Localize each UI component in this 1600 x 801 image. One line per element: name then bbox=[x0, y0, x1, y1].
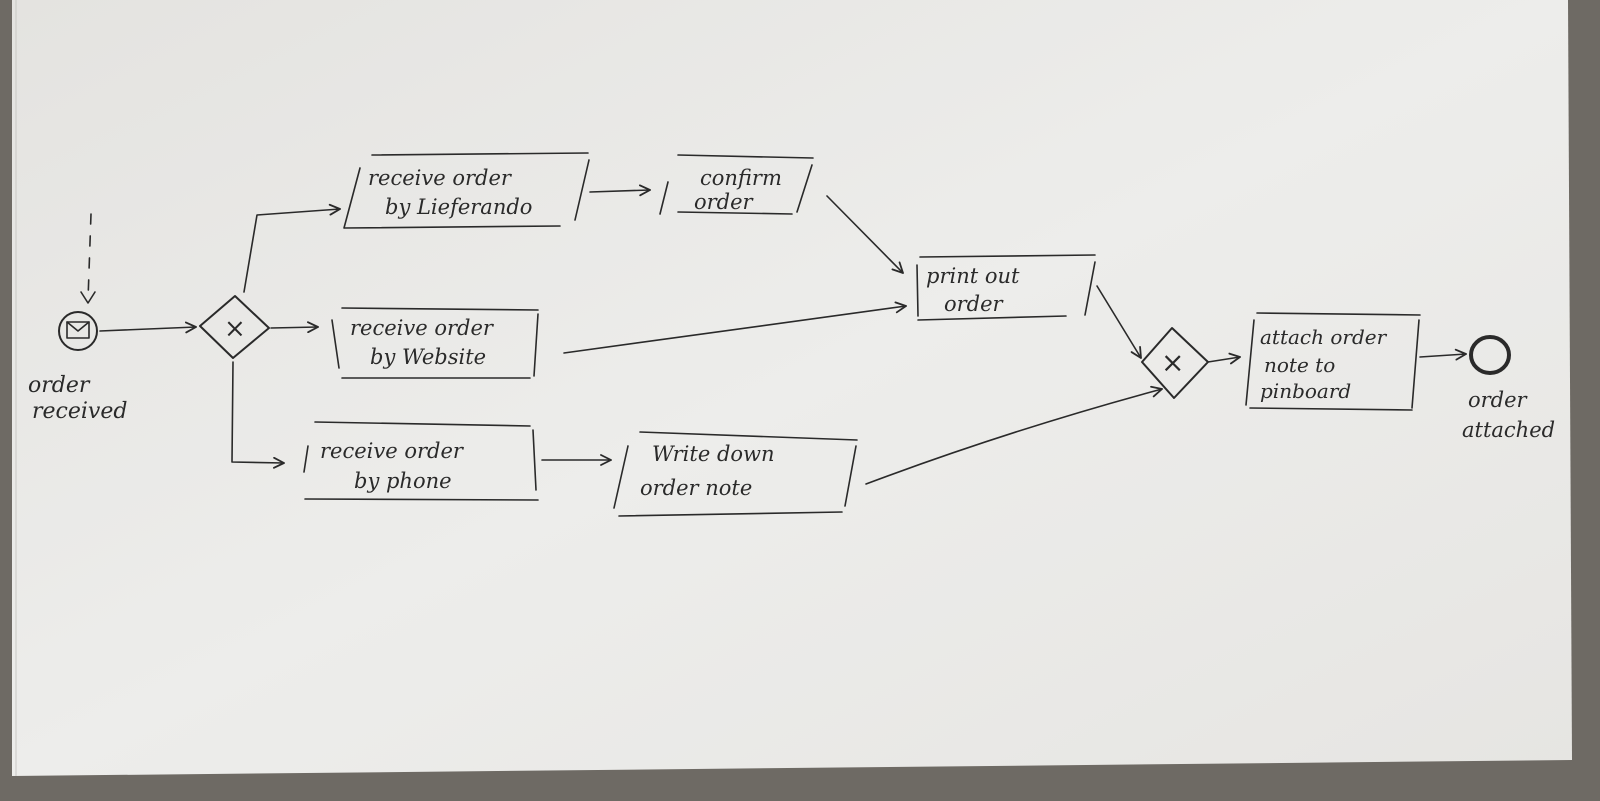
dashed-arrowhead bbox=[80, 291, 96, 304]
join-gateway-diamond bbox=[1141, 327, 1209, 399]
task-label-2: by Lieferando bbox=[385, 195, 532, 219]
split-gateway[interactable]: × bbox=[199, 295, 270, 359]
end-event-label-2: attached bbox=[1462, 418, 1555, 442]
task-label-2: order note bbox=[640, 476, 752, 500]
task-border bbox=[916, 254, 1096, 321]
start-event-circle bbox=[58, 311, 98, 351]
flow-website-to-print bbox=[563, 301, 907, 354]
flow-attach-to-end bbox=[1419, 348, 1467, 361]
task-label-1: print out bbox=[926, 264, 1020, 288]
incoming-dashed-line bbox=[87, 213, 92, 301]
flow-split-to-phone bbox=[231, 361, 285, 469]
join-gateway-symbol: × bbox=[1161, 346, 1184, 379]
task-border bbox=[613, 431, 858, 517]
task-border bbox=[331, 307, 539, 379]
task-label-3: pinboard bbox=[1260, 379, 1351, 403]
task-write-down-order-note[interactable]: Write down order note bbox=[613, 431, 858, 517]
task-label-1: receive order bbox=[368, 166, 513, 190]
task-label-2: order bbox=[694, 190, 755, 214]
task-label-1: receive order bbox=[320, 439, 465, 463]
task-border bbox=[1245, 312, 1421, 411]
split-gateway-symbol: × bbox=[224, 314, 246, 344]
task-border bbox=[659, 154, 814, 215]
task-attach-order-note[interactable]: attach order note to pinboard bbox=[1245, 312, 1421, 411]
start-event-label-2: received bbox=[32, 399, 127, 424]
task-label-2: by Website bbox=[370, 345, 486, 369]
task-label-1: Write down bbox=[652, 442, 775, 466]
start-event-label-1: order bbox=[28, 373, 91, 398]
task-border bbox=[343, 152, 590, 229]
task-receive-order-phone[interactable]: receive order by phone bbox=[303, 421, 539, 501]
flow-confirm-to-print bbox=[826, 195, 904, 274]
flow-split-to-lieferando bbox=[243, 203, 341, 293]
task-label-1: attach order bbox=[1260, 325, 1388, 349]
task-label-1: receive order bbox=[350, 316, 495, 340]
flow-write-note-to-join bbox=[865, 385, 1163, 485]
task-label-1: confirm bbox=[700, 166, 782, 190]
envelope-icon bbox=[66, 321, 90, 339]
flow-lieferando-to-confirm bbox=[589, 184, 651, 197]
flow-print-to-join bbox=[1096, 285, 1142, 359]
task-receive-order-website[interactable]: receive order by Website bbox=[331, 307, 539, 379]
task-border bbox=[303, 421, 539, 501]
flow-start-to-split bbox=[99, 321, 197, 334]
task-label-2: order bbox=[944, 292, 1005, 316]
task-print-out-order[interactable]: print out order bbox=[916, 254, 1096, 321]
paper-sheet bbox=[12, 0, 1572, 776]
task-confirm-order[interactable]: confirm order bbox=[659, 154, 814, 215]
end-event[interactable]: order attached bbox=[1462, 335, 1555, 442]
flow-split-to-website bbox=[270, 321, 319, 334]
join-gateway[interactable]: × bbox=[1141, 327, 1209, 399]
flow-join-to-attach bbox=[1207, 352, 1241, 365]
task-label-2: by phone bbox=[354, 469, 452, 493]
task-receive-order-lieferando[interactable]: receive order by Lieferando bbox=[343, 152, 590, 229]
split-gateway-diamond bbox=[199, 295, 270, 359]
end-event-label-1: order bbox=[1468, 388, 1529, 412]
task-label-2: note to bbox=[1264, 353, 1335, 377]
end-event-circle bbox=[1469, 335, 1511, 375]
start-event[interactable]: order received bbox=[28, 213, 127, 424]
